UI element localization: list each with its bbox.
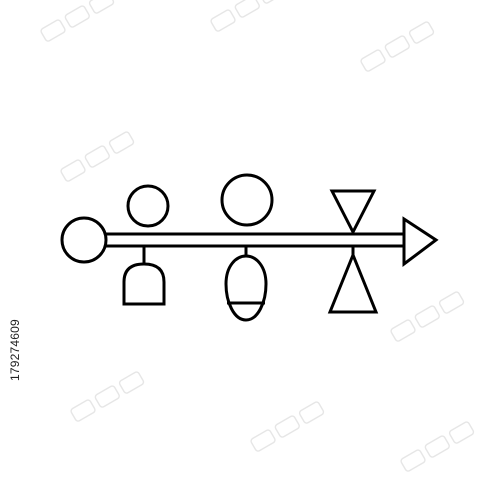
pendant-dome (122, 246, 166, 306)
pendant-large-circle (220, 173, 274, 227)
stock-id-label: 179274609 (8, 319, 22, 381)
shaft-line (105, 232, 404, 248)
hourglass-bottom-triangle (327, 250, 379, 314)
pendant-oval (224, 246, 268, 322)
hourglass-top-triangle (329, 189, 377, 236)
start-node-circle (60, 216, 108, 264)
arrowhead-triangle (402, 216, 439, 267)
pendant-circle (126, 184, 170, 228)
